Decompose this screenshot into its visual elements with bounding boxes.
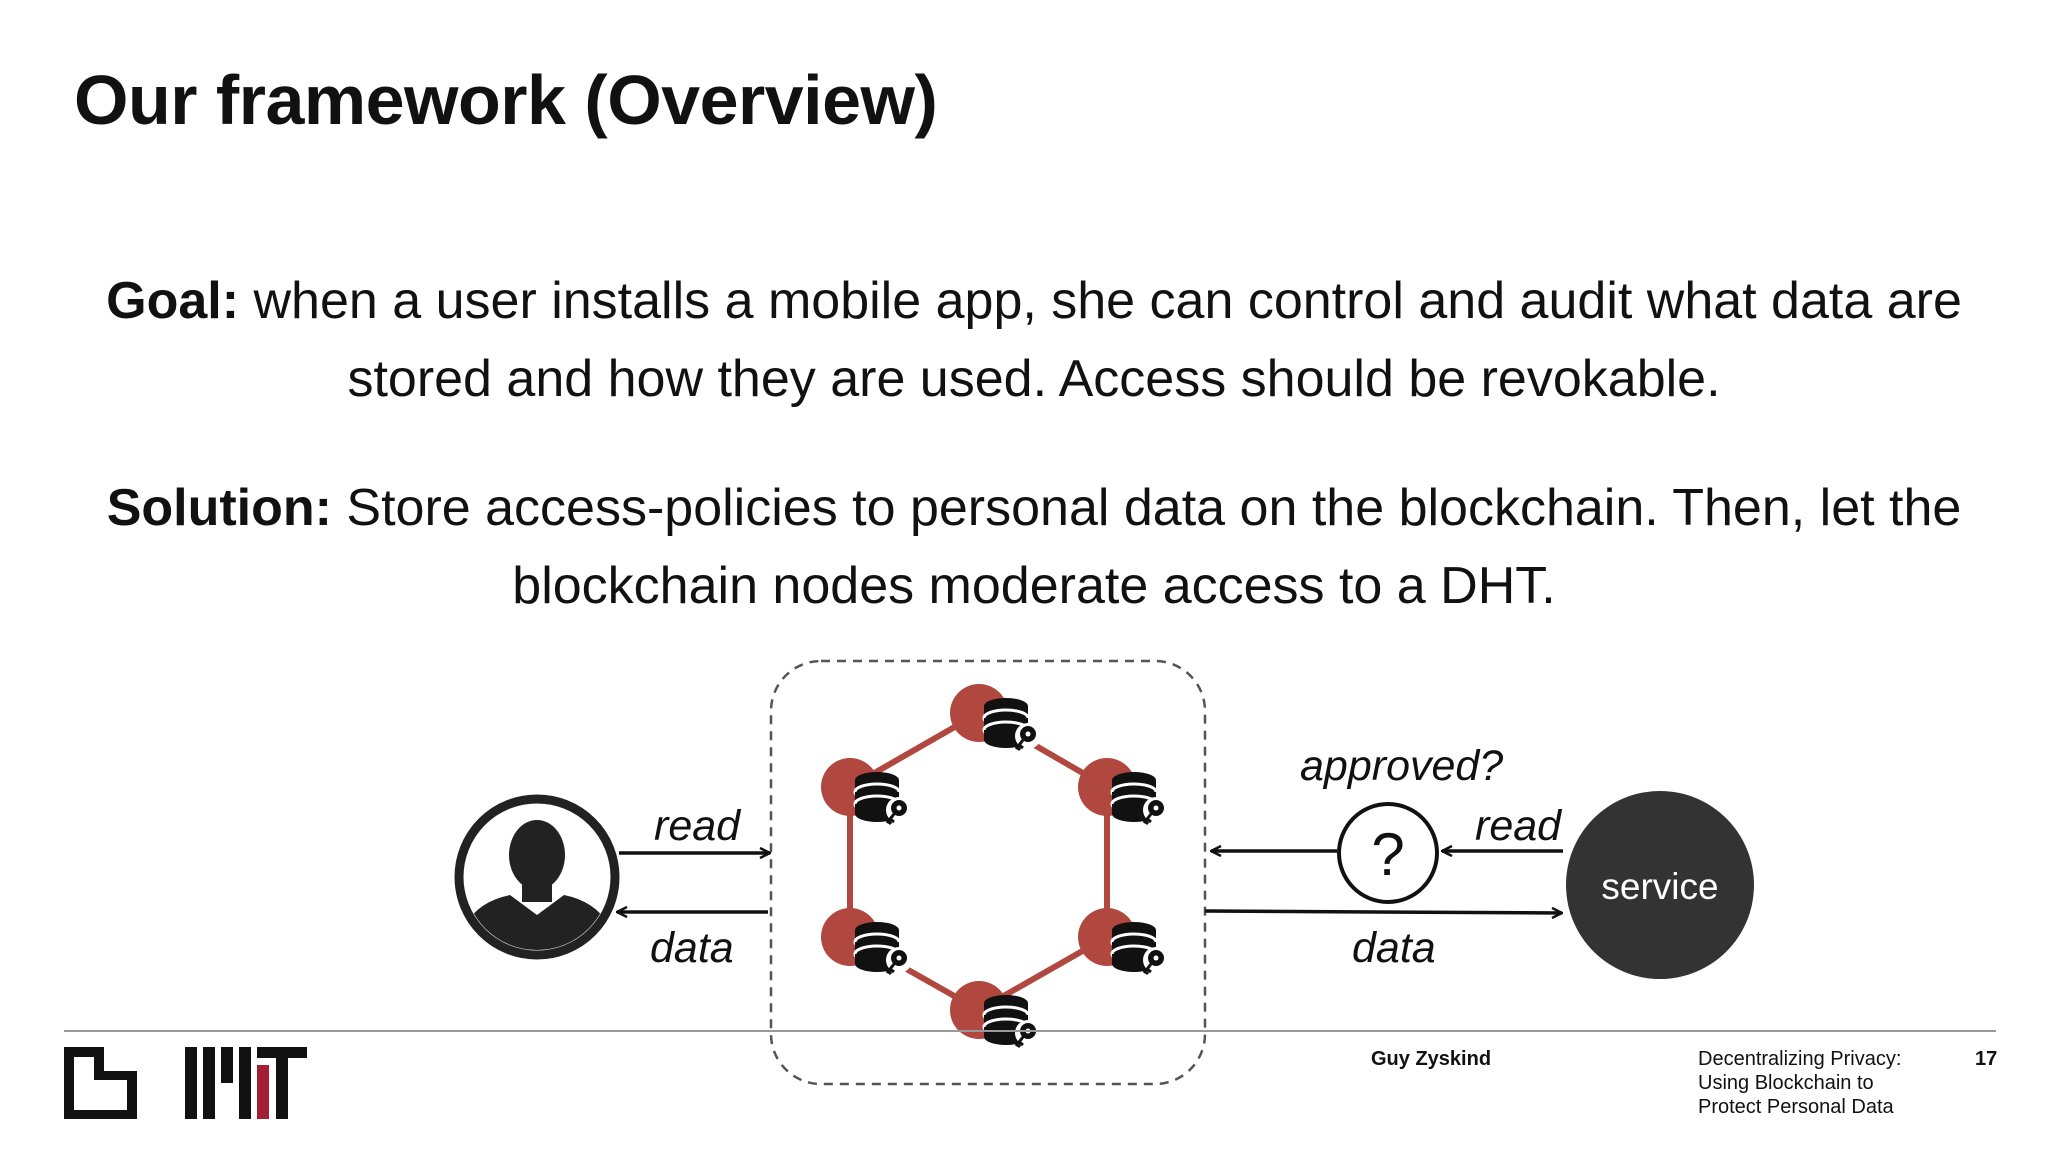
database-key-icon: [982, 993, 1043, 1049]
solution-label: Solution:: [106, 479, 332, 537]
right-data-label: data: [1352, 924, 1436, 972]
database-key-icon: [982, 696, 1043, 752]
page-number: 17: [1975, 1048, 1998, 1070]
node-upper-left: [821, 758, 914, 826]
database-key-icon: [1110, 770, 1171, 826]
user-avatar-icon: [454, 794, 620, 960]
question-mark: ?: [1371, 821, 1404, 888]
database-key-icon: [1110, 920, 1171, 976]
approval-check-icon: [1337, 802, 1439, 904]
right-data-arrow: [1204, 911, 1562, 913]
right-read-label: read: [1475, 802, 1563, 850]
left-read-label: read: [654, 802, 742, 850]
database-key-icon: [853, 920, 914, 976]
database-key-icon: [853, 770, 914, 826]
service-label: service: [1601, 866, 1718, 907]
approved-label: approved?: [1300, 742, 1503, 790]
left-data-label: data: [650, 924, 734, 972]
goal-label: Goal:: [106, 272, 240, 330]
footer-divider: [64, 1030, 1996, 1032]
node-bottom: [950, 981, 1043, 1049]
blockchain-boundary: [769, 659, 1207, 1086]
solution-text: Store access-policies to personal data o…: [331, 479, 1962, 615]
solution-paragraph: Solution: Store access-policies to perso…: [74, 469, 1994, 625]
node-top: [950, 684, 1043, 752]
slide-title: Our framework (Overview): [74, 61, 938, 139]
node-lower-right: [1078, 908, 1171, 976]
author-name: Guy Zyskind: [1371, 1048, 1492, 1070]
mit-logo: [64, 1047, 307, 1119]
goal-paragraph: Goal: when a user installs a mobile app,…: [74, 262, 1994, 418]
paper-title: Decentralizing Privacy: Using Blockchain…: [1698, 1048, 1902, 1118]
goal-text: when a user installs a mobile app, she c…: [239, 272, 1962, 408]
mit-logo-red-bar: [257, 1065, 269, 1119]
node-upper-right: [1078, 758, 1171, 826]
service-node: [1566, 791, 1754, 979]
node-lower-left: [821, 908, 914, 976]
